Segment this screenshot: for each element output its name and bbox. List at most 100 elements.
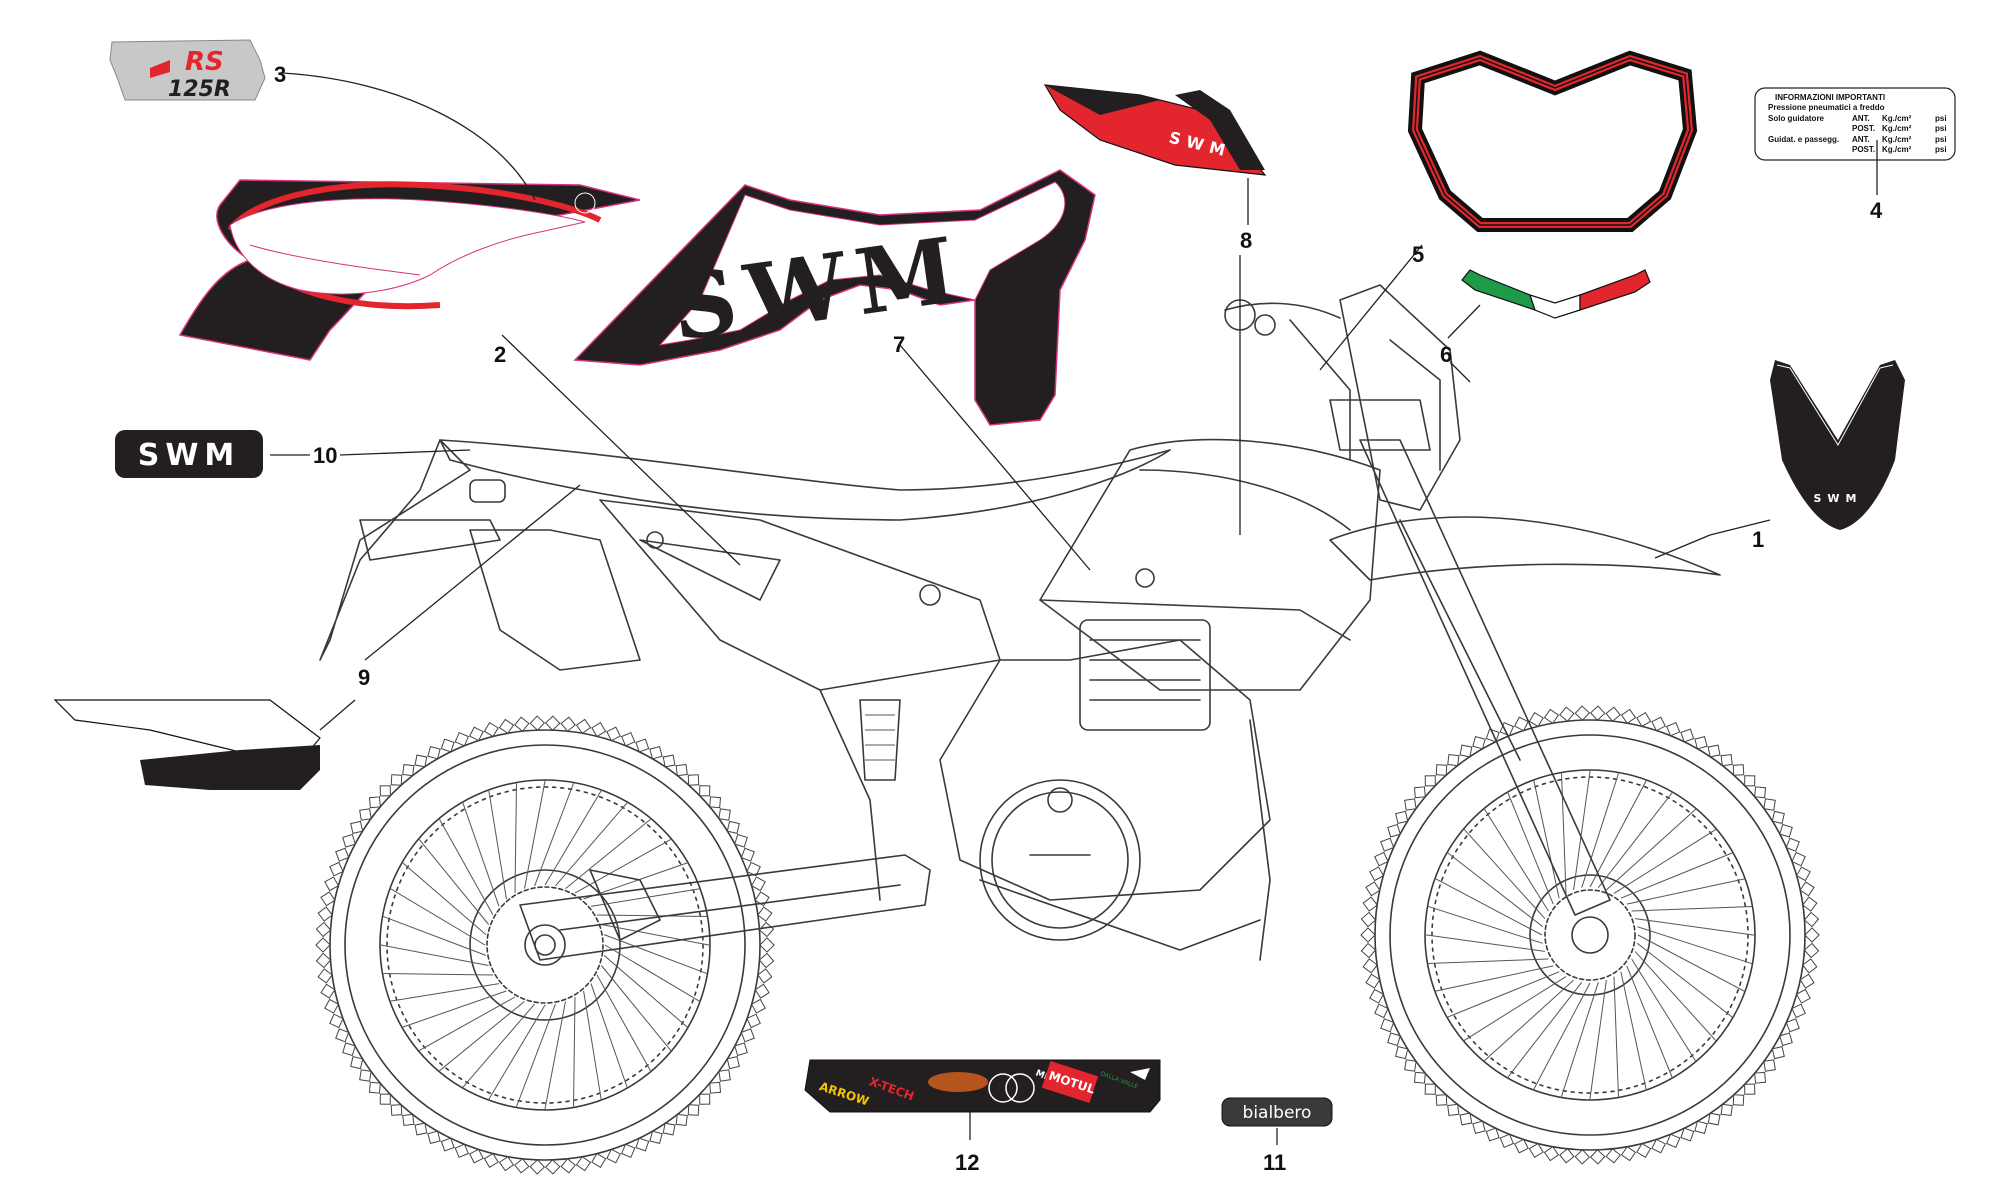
callout-2: 2 [494,342,506,367]
tyre-knob [1395,810,1409,824]
tyre-knob [1528,712,1544,728]
tyre-knob [1435,764,1448,776]
tyre-knob [1543,708,1560,725]
tyre-knob [575,718,592,735]
spoke [418,838,489,925]
spoke [1635,918,1756,936]
tyre-knob [1605,706,1621,722]
tyre-knob [529,1159,546,1175]
spoke [1507,791,1554,905]
tyre-knob [454,731,470,747]
spoke [534,782,575,887]
tyre-knob [591,722,607,738]
tyre-knob [359,808,372,821]
spoke [565,818,652,889]
tyre-knob [359,1069,372,1082]
tyre-knob [1636,1142,1652,1158]
spoke [1626,878,1746,905]
tyre-knob [1732,764,1745,776]
spoke [524,779,546,889]
spoke [1573,769,1591,890]
tyre-knob [1374,851,1389,867]
tyre-knob [350,1056,364,1070]
tyre-knob [317,968,333,984]
tyre-knob [759,937,775,953]
tyre-knob [317,906,333,922]
rear-wheel [315,715,775,1175]
tyre-knob [1620,708,1637,725]
tyre-knob [1802,896,1818,912]
tyre-knob [687,1104,700,1116]
spoke [1483,979,1574,1062]
tyre-knob [402,1113,415,1127]
tyre-knob [390,1104,403,1116]
tyre-knob [1424,775,1436,787]
spoke [573,996,576,1108]
callout-7: 7 [893,332,905,357]
tyre-knob [1795,866,1811,882]
tyre-knob [514,1158,530,1174]
decal-12-sponsor-strip: ARROW X-TECH MICHELIN MOTUL DALLA VALLE [804,1059,1161,1113]
tyre-knob [1380,837,1395,852]
tyre-knob [718,808,731,821]
label-row2-unit: Kg./cm² [1882,124,1912,133]
spoke [1589,779,1648,888]
spoke [590,888,701,907]
tyre-knob [454,1143,470,1159]
tyre-knob [335,847,350,862]
tyre-knob [1732,1094,1745,1106]
label-row3-ant: ANT. [1852,135,1870,144]
spoke [514,782,517,894]
tyre-knob [754,983,770,999]
tyre-knob [315,937,331,953]
callout-9: 9 [358,665,370,690]
tyre-knob [368,1081,381,1094]
tyre-knob [1360,911,1377,928]
tyre-knob [1694,1120,1708,1135]
tyre-knob [1369,866,1385,882]
spoke [1446,971,1560,1018]
tyre-knob [1707,1112,1721,1126]
tyre-knob [591,1152,607,1168]
tyre-knob [1387,1032,1401,1047]
motorcycle-line-drawing [315,284,1820,1175]
tyre-knob [498,718,515,735]
tyre-knob [1795,988,1811,1004]
tyre-knob [675,763,688,777]
label-row3-psi: psi [1935,135,1947,144]
spoke [601,924,711,946]
spoke [1427,905,1543,944]
tyre-knob [1362,958,1378,974]
spoke [596,914,708,917]
tyre-knob [342,1042,356,1057]
spoke [601,965,672,1052]
tyre-knob [1589,1149,1606,1165]
tyre-knob [1763,1059,1776,1072]
tyre-knob [544,1159,561,1175]
spoke [1613,976,1619,1098]
tyre-knob [606,1148,621,1164]
callout-11: 11 [1263,1150,1286,1175]
tyre-knob [529,715,546,731]
spoke [1446,852,1544,928]
tyre-knob [1559,1148,1575,1164]
tyre-knob [758,952,775,969]
tyre-knob [1395,1046,1409,1060]
label-row1-unit: Kg./cm² [1882,114,1912,123]
tyre-knob [1799,881,1815,897]
tyre-knob [746,861,761,877]
spoke [1483,808,1549,912]
tyre-knob [757,968,773,984]
tyre-knob [709,1081,722,1094]
spoke [1434,877,1543,936]
decal-10-swm-badge: SWM [115,430,263,478]
tyre-knob [709,796,722,809]
tyre-knob [1771,810,1785,824]
tyre-knob [1472,1120,1486,1135]
tyre-knob [379,785,391,797]
tyre-knob [726,820,740,834]
tyre-knob [1369,988,1385,1004]
spoke [401,862,487,935]
tyre-knob [1799,973,1815,989]
tyre-knob [1365,973,1381,989]
